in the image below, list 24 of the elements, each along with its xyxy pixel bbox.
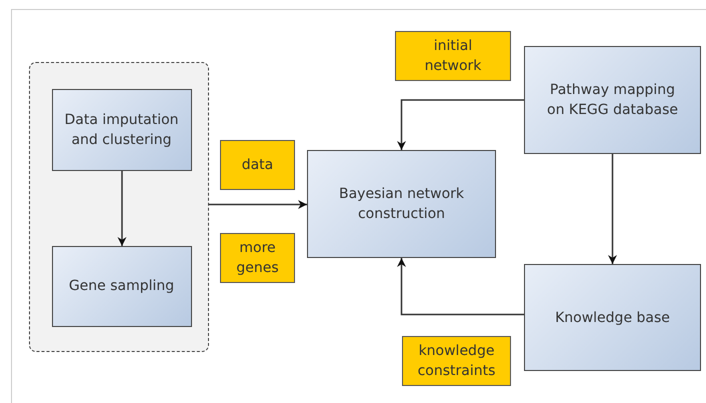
- box-label: Bayesian network construction: [338, 185, 466, 224]
- box-label: Gene sampling: [68, 277, 174, 296]
- process-box: [524, 264, 701, 371]
- box-label: Data imputation and clustering: [63, 110, 180, 150]
- box-label: Knowledge base: [555, 308, 670, 328]
- note-text: knowledge constraints: [418, 342, 496, 381]
- arrow: [209, 200, 307, 209]
- process-box: [52, 88, 192, 170]
- arrow: [118, 171, 126, 246]
- dashed-group-box: [29, 62, 209, 352]
- note-box: [220, 233, 295, 283]
- note-text: data: [242, 156, 274, 175]
- note-text: more genes: [236, 239, 279, 278]
- note-text: initial network: [424, 37, 482, 76]
- arrow: [608, 154, 617, 264]
- note-box: [220, 140, 295, 190]
- process-box: [524, 46, 701, 154]
- note-box: [402, 336, 511, 386]
- arrow: [397, 258, 524, 316]
- arrow: [397, 99, 524, 150]
- process-box: [307, 150, 496, 258]
- process-box: [52, 246, 192, 326]
- note-box: [395, 31, 511, 81]
- box-label: Pathway mapping on KEGG database: [546, 81, 679, 120]
